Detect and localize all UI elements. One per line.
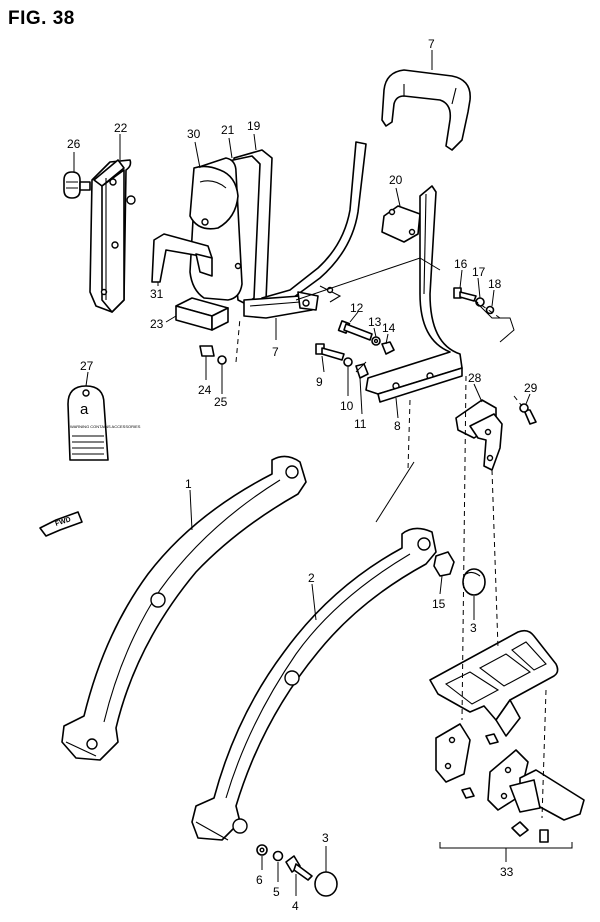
- callout-2: 2: [308, 571, 315, 585]
- part-20-22-31-backrest-assembly: [189, 149, 273, 307]
- callout-27: 26: [67, 137, 81, 151]
- callout-6: 6: [256, 873, 263, 887]
- part-6-washer: [256, 844, 268, 856]
- part-2-side-arm: [191, 527, 437, 841]
- callout-18: 17: [472, 265, 486, 279]
- callout-labels: 7 22 26 30 21 19 20 31 23 7 12 13 14 16 …: [67, 37, 538, 913]
- part-14-washer: [371, 336, 381, 346]
- part-10-bolt: [315, 343, 345, 361]
- callout-leaders: [73, 50, 531, 896]
- fwd-label: FWD: [54, 516, 71, 528]
- callout-30: 29: [524, 381, 538, 395]
- part-23-back-plate: [89, 159, 136, 313]
- callout-13: 12: [350, 301, 364, 315]
- part-9-sissy-bar: [365, 185, 463, 403]
- part-16-nut: [433, 551, 455, 577]
- callout-3-upper: 3: [470, 621, 477, 635]
- callout-31: 30: [187, 127, 201, 141]
- callout-7: 7: [428, 37, 435, 51]
- fwd-arrow-icon: FWD: [39, 511, 83, 537]
- callout-32: 31: [150, 287, 164, 301]
- callout-24: 23: [150, 317, 164, 331]
- callout-10: 9: [316, 375, 323, 389]
- callout-9: 8: [394, 419, 401, 433]
- part-15-nut: [381, 341, 395, 355]
- callout-21: 20: [389, 173, 403, 187]
- part-29-latch: [455, 399, 503, 471]
- callout-23: 22: [114, 121, 128, 135]
- callout-28: 27: [80, 359, 94, 373]
- part-27-knob: [63, 171, 91, 199]
- part-4-bolt: [285, 855, 313, 881]
- callout-14: 13: [368, 315, 382, 329]
- callout-33: 33: [500, 865, 514, 879]
- callout-5: 5: [273, 885, 280, 899]
- part-28-warning-tag: a WARNING CONTAINS ACCESSORIES: [67, 385, 141, 461]
- tag-text: WARNING CONTAINS ACCESSORIES: [70, 424, 141, 429]
- part-3-cap-upper: [462, 568, 486, 596]
- callout-16: 15: [432, 597, 446, 611]
- part-25-bolt: [199, 345, 215, 357]
- callout-3-lower: 3: [322, 831, 329, 845]
- callout-1: 1: [185, 477, 192, 491]
- figure-title: FIG. 38: [8, 8, 75, 29]
- callout-20: 19: [247, 119, 261, 133]
- callout-11: 10: [340, 399, 354, 413]
- part-24-pad: [175, 297, 229, 331]
- part-30-screw: [519, 403, 537, 425]
- callout-15: 14: [382, 321, 396, 335]
- part-21-clip: [381, 205, 421, 243]
- callout-8: 7: [272, 345, 279, 359]
- part-7-grab-handle: [381, 69, 471, 151]
- callout-12: 11: [354, 417, 367, 431]
- part-8-bracket: [243, 141, 367, 319]
- part-11-washer: [343, 357, 353, 367]
- part-26-nut: [217, 355, 227, 365]
- callout-17: 16: [454, 257, 468, 271]
- callout-26: 25: [214, 395, 228, 409]
- part-3-cap-lower: [314, 871, 338, 897]
- part-1-side-arm: [61, 455, 307, 761]
- callout-4: 4: [292, 899, 299, 913]
- callout-19: 18: [488, 277, 502, 291]
- part-17-bolt: [453, 287, 477, 302]
- part-12-nut: [355, 363, 369, 379]
- callout-25: 24: [198, 383, 212, 397]
- tag-letter: a: [80, 401, 89, 418]
- part-5-washer: [272, 850, 284, 862]
- part-33-luggage-rack: [429, 629, 585, 862]
- callout-22: 21: [221, 123, 235, 137]
- assembly-lines: [235, 257, 547, 819]
- part-32-strap: [151, 233, 213, 283]
- part-13-bolt: [337, 320, 373, 341]
- callout-29: 28: [468, 371, 482, 385]
